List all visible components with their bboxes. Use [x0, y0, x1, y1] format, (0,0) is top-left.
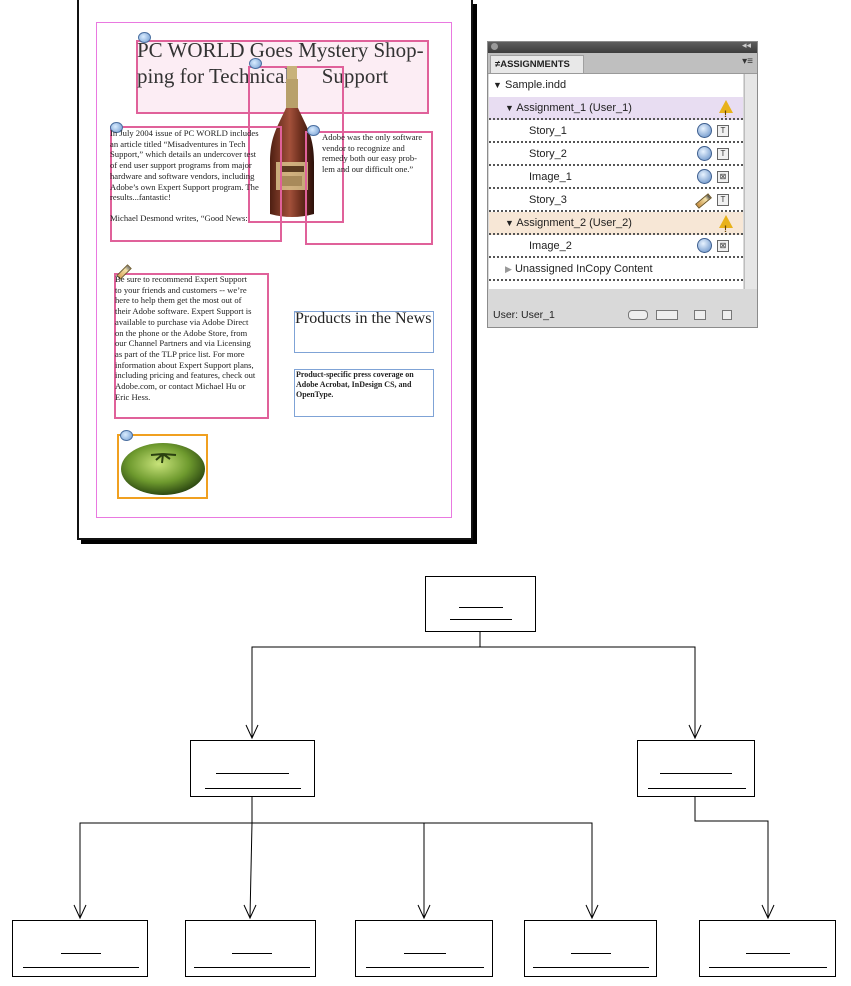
connector-root-left — [252, 632, 480, 738]
connector-root-right — [480, 647, 695, 738]
tree-root-node — [425, 576, 536, 632]
connector-l1a-4 — [424, 823, 592, 917]
connector-l1a — [80, 797, 252, 917]
tree-leaf-1 — [12, 920, 148, 977]
tree-node-level1-right — [637, 740, 755, 797]
tree-leaf-4 — [524, 920, 657, 977]
connector-l1a-3 — [252, 823, 424, 917]
tree-leaf-3 — [355, 920, 493, 977]
tree-leaf-5 — [699, 920, 836, 977]
connector-l1b — [695, 797, 768, 917]
tree-node-level1-left — [190, 740, 315, 797]
connector-l1a-2 — [250, 823, 252, 917]
tree-leaf-2 — [185, 920, 316, 977]
